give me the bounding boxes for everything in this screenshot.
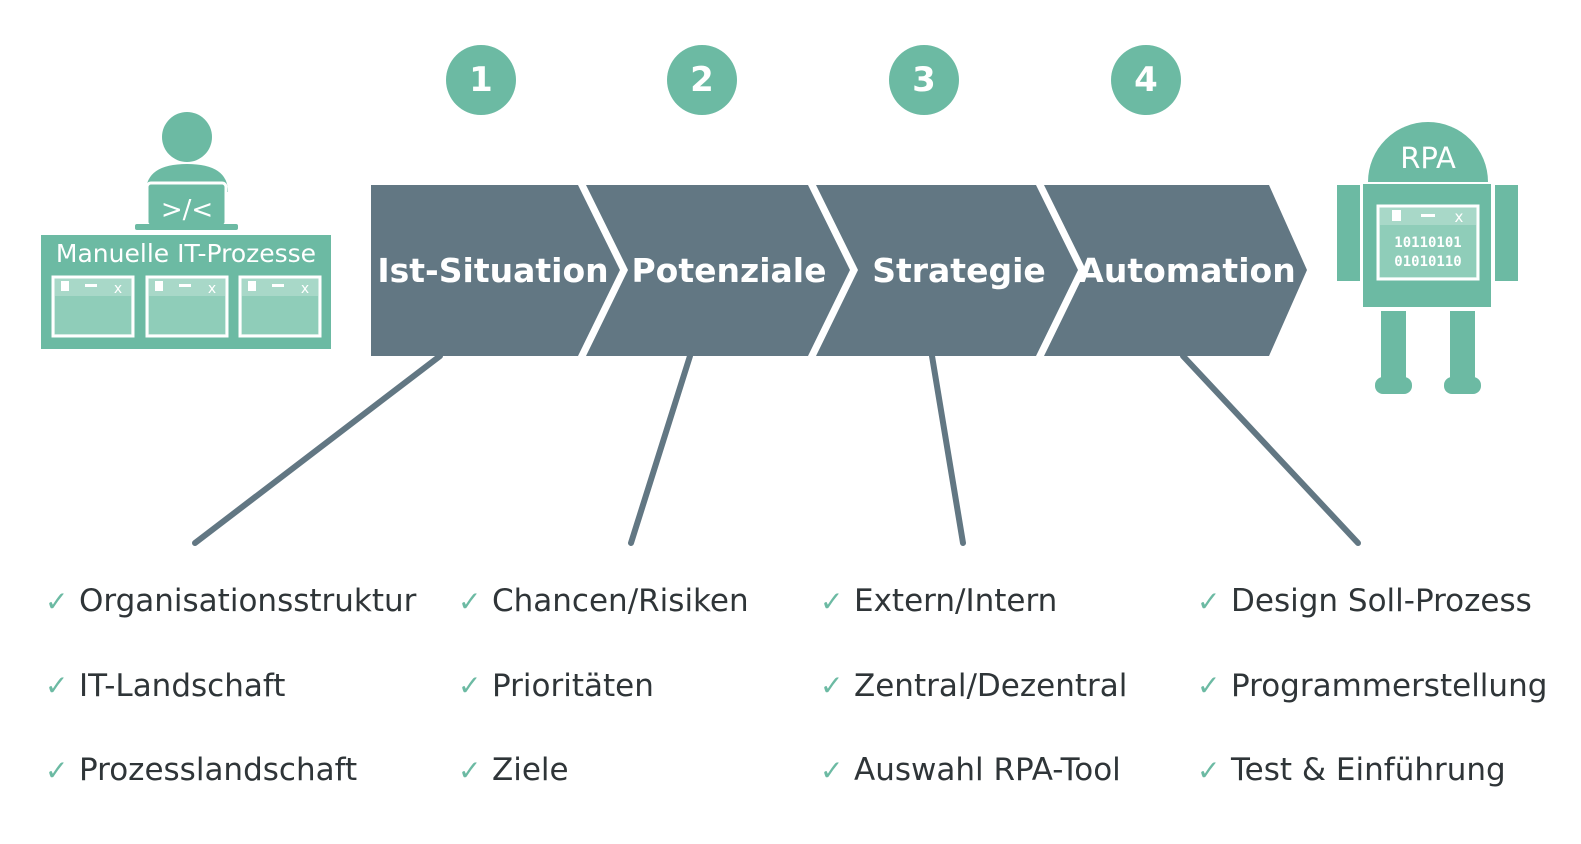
check-icon: ✓ [458,584,482,618]
binary-line-1: 10110101 [1394,235,1461,251]
checklist-potenziale: ✓ Chancen/Risiken ✓ Prioritäten ✓ Ziele [458,580,749,834]
check-icon: ✓ [820,584,844,618]
check-icon: ✓ [1197,669,1221,702]
laptop-icon: >/< [135,181,238,230]
checklist-item-label: IT-Landschaft [79,667,286,704]
step-number-badge-1: 1 [446,45,516,115]
check-icon: ✓ [820,669,844,702]
robot-head [1368,122,1488,182]
robot-left-foot [1375,377,1412,394]
check-icon: ✓ [820,753,844,787]
step-label-2: Potenziale [632,251,827,290]
robot-right-leg [1450,311,1475,379]
check-icon: ✓ [45,753,69,787]
checklist-item: ✓ Auswahl RPA-Tool [820,749,1127,791]
check-icon: ✓ [45,584,69,618]
step-label-3: Strategie [872,251,1046,290]
manual-it-processes-illustration: >/< Manuelle IT-Prozesse x x x [41,112,331,349]
connector-lines [192,353,1361,546]
checklist-item-label: Ziele [492,752,569,788]
checklist-item: ✓ Programmerstellung [1197,665,1547,707]
binary-line-2: 01010110 [1394,254,1461,270]
process-chevrons [371,185,1307,356]
window-close-glyph: x [301,281,309,297]
window-close-glyph: x [1455,208,1464,226]
checklist-strategie: ✓ Extern/Intern ✓ Zentral/Dezentral ✓ Auswa… [820,580,1127,834]
chevron-step-2 [586,185,850,356]
connector-line-3 [929,353,966,546]
checklist-automation: ✓ Design Soll-Prozess ✓ Programmerstellung… [1197,580,1547,834]
manual-processes-title: Manuelle IT-Prozesse [56,239,316,268]
checklist-item-label: Chancen/Risiken [492,583,749,619]
check-icon: ✓ [1197,584,1221,618]
step-number-badge-2: 2 [667,45,737,115]
checklist-item: ✓ Prozesslandschaft [45,749,416,791]
checklist-item-label: Auswahl RPA-Tool [854,752,1121,788]
checklist-item-label: Zentral/Dezentral [854,667,1128,704]
checklist-item: ✓ Zentral/Dezentral [820,665,1127,707]
window-close-glyph: x [208,281,216,297]
check-icon: ✓ [45,669,69,702]
checklist-item-label: Prozesslandschaft [79,752,358,788]
window-icon: x [145,275,229,338]
checklist-item-label: Extern/Intern [854,583,1058,619]
robot-screen: x 10110101 01010110 [1376,204,1480,281]
robot-left-leg [1381,311,1406,379]
checklist-item: ✓ Ziele [458,749,749,791]
check-icon: ✓ [1197,753,1221,787]
checklist-ist-situation: ✓ Organisationsstruktur ✓ IT-Landschaft ✓ P… [45,580,416,834]
chevron-step-1 [371,185,620,356]
checklist-item-label: Test & Einführung [1231,752,1506,788]
checklist-item-label: Prioritäten [492,667,654,704]
chevron-step-4 [1044,185,1307,356]
checklist-item: ✓ Prioritäten [458,665,749,707]
robot-right-foot [1444,377,1481,394]
robot-left-arm [1337,185,1360,281]
chevron-labels: Ist-Situation Potenziale Strategie Autom… [377,251,1295,290]
checklist-item: ✓ Extern/Intern [820,580,1127,622]
checklist-item: ✓ Chancen/Risiken [458,580,749,622]
checklist-item-label: Organisationsstruktur [79,583,417,619]
code-symbol: >/< [161,195,213,225]
window-icon: x [238,275,322,338]
connector-line-1 [192,353,443,546]
checklist-item-label: Programmerstellung [1231,667,1548,704]
step-number-badge-4: 4 [1111,45,1181,115]
checklist-item: ✓ IT-Landschaft [45,665,416,707]
window-icon: x [51,275,135,338]
connector-line-4 [1180,353,1361,546]
step-label-1: Ist-Situation [377,251,608,290]
checklist-item: ✓ Test & Einführung [1197,749,1547,791]
step-number-badge-3: 3 [889,45,959,115]
rpa-robot-icon: RPA x 10110101 01010110 [1337,122,1518,394]
chevron-step-3 [816,185,1078,356]
checklist-item-label: Design Soll-Prozess [1231,583,1532,619]
robot-right-arm [1495,185,1518,281]
connector-line-2 [628,353,693,546]
robot-label: RPA [1400,141,1456,175]
person-icon [146,112,228,192]
checklist-item: ✓ Organisationsstruktur [45,580,416,622]
checklist-item: ✓ Design Soll-Prozess [1197,580,1547,622]
window-close-glyph: x [114,281,122,297]
check-icon: ✓ [458,669,482,702]
step-label-4: Automation [1078,251,1295,290]
check-icon: ✓ [458,753,482,787]
